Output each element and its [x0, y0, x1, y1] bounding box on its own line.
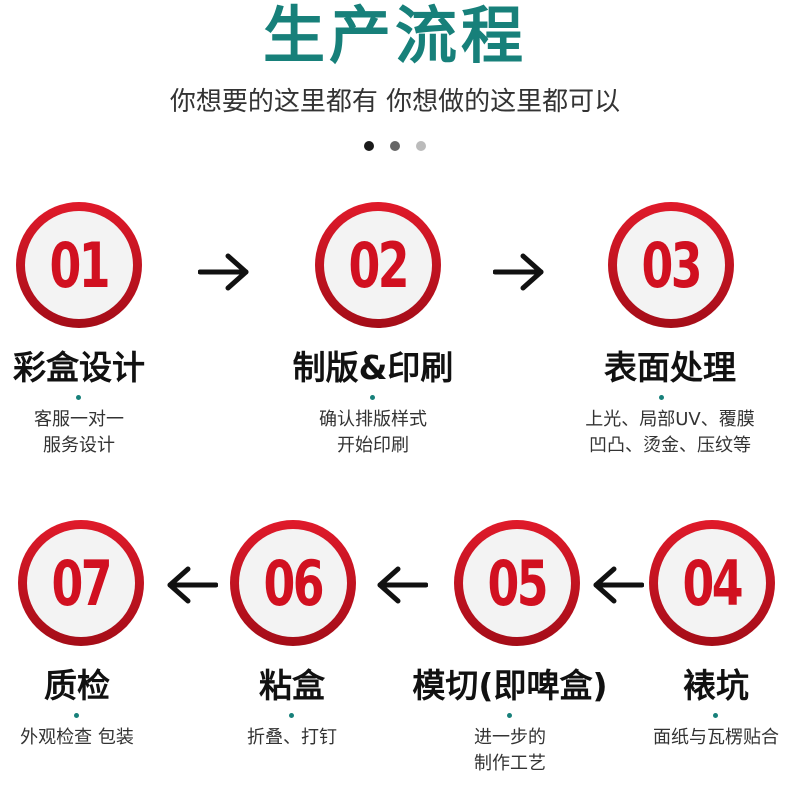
step-title: 质检	[44, 666, 110, 705]
step-number: 07	[51, 546, 113, 620]
step-number-ring: 03	[608, 202, 734, 328]
step-desc-line-1: 客服一对一	[34, 409, 124, 430]
carousel-dots	[0, 141, 790, 151]
step-dot	[507, 713, 512, 718]
step-desc-line-2: 服务设计	[43, 435, 115, 456]
step-desc-line-1: 上光、局部UV、覆膜	[585, 409, 755, 430]
step-title: 表面处理	[604, 348, 736, 387]
arrow-left-icon	[593, 566, 644, 604]
step-01: 01 彩盒设计 客服一对一 服务设计	[0, 202, 189, 472]
step-04: 04 裱坑 面纸与瓦楞贴合	[570, 520, 790, 790]
arrow-right-icon	[198, 253, 249, 291]
arrow-left-icon	[377, 566, 428, 604]
step-desc-line-2: 开始印刷	[337, 435, 409, 456]
step-03: 03 表面处理 上光、局部UV、覆膜 凹凸、烫金、压纹等	[560, 202, 780, 472]
step-desc-line-1: 确认排版样式	[319, 409, 427, 430]
step-desc-line-1: 外观检查 包装	[20, 727, 134, 748]
page-subtitle: 你想要的这里都有 你想做的这里都可以	[169, 87, 621, 117]
step-number: 06	[263, 546, 325, 620]
step-number: 03	[641, 228, 703, 302]
step-dot	[659, 395, 664, 400]
step-06: 06 粘盒 折叠、打钉	[182, 520, 402, 790]
step-number-ring: 07	[18, 520, 144, 646]
step-desc-line-2: 制作工艺	[474, 753, 546, 774]
step-dot	[76, 395, 81, 400]
step-number: 02	[348, 228, 410, 302]
carousel-dot-3[interactable]	[416, 141, 426, 151]
carousel-dot-1[interactable]	[364, 141, 374, 151]
step-desc-line-1: 面纸与瓦楞贴合	[653, 727, 779, 748]
step-title: 彩盒设计	[13, 348, 145, 387]
step-number-ring: 01	[16, 202, 142, 328]
step-05: 05 模切(即啤盒) 进一步的 制作工艺	[400, 520, 620, 790]
step-number-ring: 06	[230, 520, 356, 646]
step-title: 模切(即啤盒)	[412, 666, 608, 705]
step-dot	[713, 713, 718, 718]
step-number-ring: 02	[315, 202, 441, 328]
step-desc-line-2: 凹凸、烫金、压纹等	[589, 435, 751, 456]
step-number-ring: 05	[454, 520, 580, 646]
arrow-right-icon	[493, 253, 544, 291]
step-07: 07 质检 外观检查 包装	[0, 520, 187, 790]
step-title: 制版&印刷	[292, 348, 454, 387]
arrow-left-icon	[167, 566, 218, 604]
step-title: 粘盒	[259, 666, 325, 705]
carousel-dot-2[interactable]	[390, 141, 400, 151]
step-number: 04	[682, 546, 744, 620]
step-desc-line-1: 折叠、打钉	[247, 727, 337, 748]
step-desc-line-1: 进一步的	[474, 727, 546, 748]
step-number: 05	[487, 546, 549, 620]
step-title: 裱坑	[683, 666, 749, 705]
step-dot	[370, 395, 375, 400]
step-02: 02 制版&印刷 确认排版样式 开始印刷	[263, 202, 483, 472]
step-dot	[289, 713, 294, 718]
step-number: 01	[49, 228, 111, 302]
step-dot	[74, 713, 79, 718]
step-number-ring: 04	[649, 520, 775, 646]
page-title: 生产流程	[262, 0, 527, 72]
